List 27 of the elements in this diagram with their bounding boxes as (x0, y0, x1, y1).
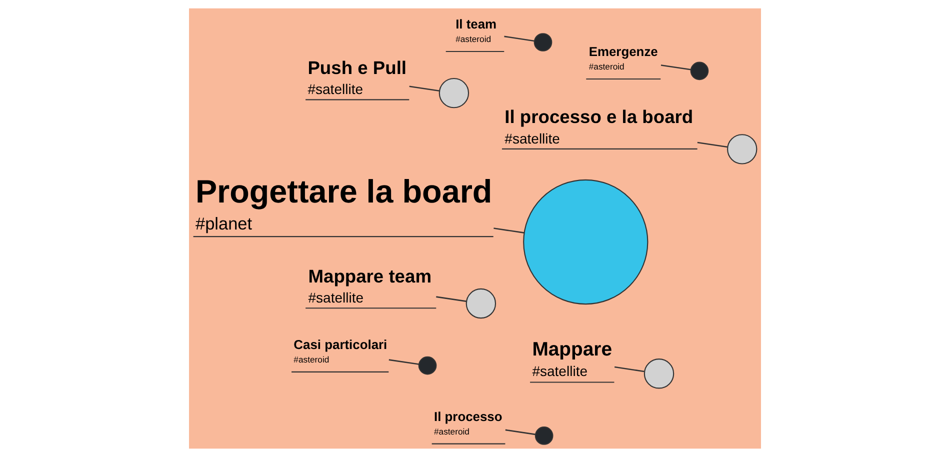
connector (436, 296, 466, 302)
connector (614, 366, 644, 372)
node-text: Mappare #satellite (532, 338, 612, 380)
node-text: Progettare la board #planet (194, 174, 492, 234)
node-circle (465, 288, 496, 319)
node-text: Il team #asteroid (455, 16, 496, 44)
connector (493, 228, 524, 234)
connector (660, 64, 691, 70)
node-circle (690, 62, 708, 80)
node-text: Casi particolari #asteroid (293, 336, 387, 365)
connector (504, 429, 536, 436)
node-circle (418, 356, 436, 375)
node-text: Emergenze #asteroid (588, 44, 658, 72)
node-circle (726, 134, 757, 164)
node-text: Push e Pull #satellite (307, 56, 406, 98)
node-text: Il processo #asteroid (433, 408, 502, 437)
node-circle (438, 78, 469, 108)
node-circle (534, 426, 553, 445)
connector (504, 36, 534, 42)
node-text: Il processo e la board #satellite (504, 106, 693, 146)
node-circle (533, 33, 552, 52)
connector (696, 142, 728, 148)
node-circle (522, 179, 648, 305)
connector (408, 86, 440, 92)
node-circle (643, 358, 674, 389)
connector (388, 359, 418, 365)
node-text: Mappare team #satellite (308, 265, 432, 306)
